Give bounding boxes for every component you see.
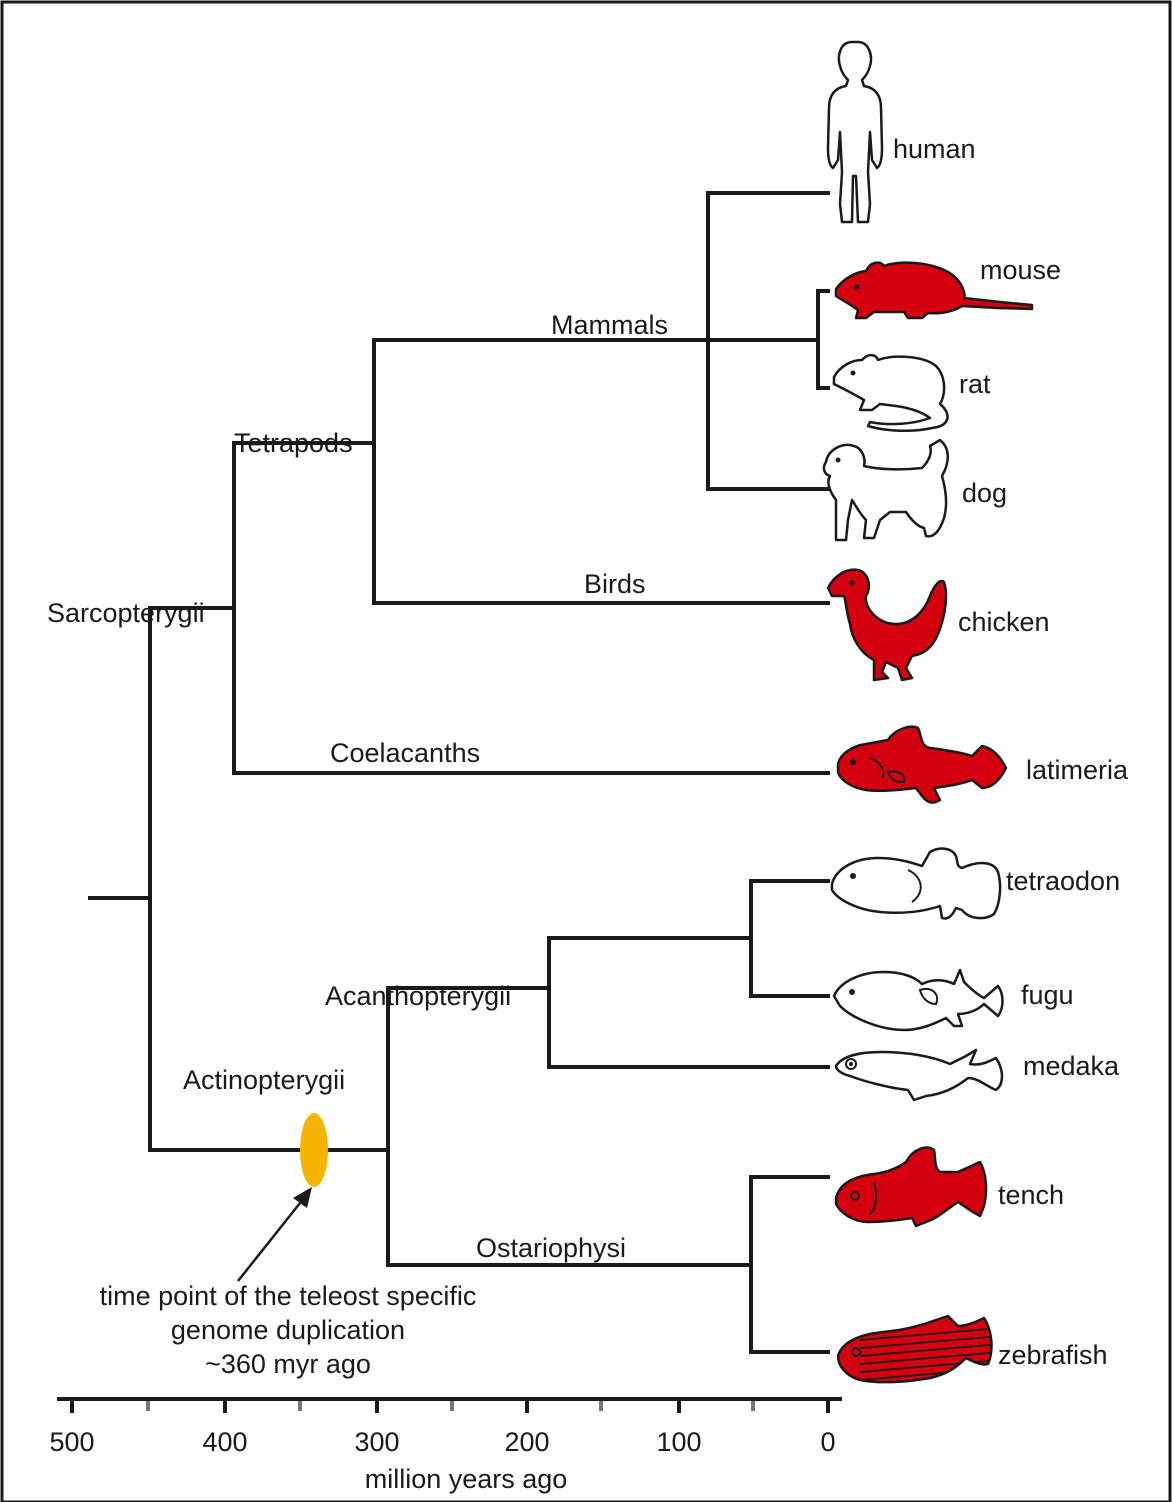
axis-tick-label-300: 300 <box>354 1427 399 1457</box>
taxon-label-medaka: medaka <box>1023 1051 1120 1081</box>
axis-tick-label-500: 500 <box>49 1427 94 1457</box>
taxon-label-rat: rat <box>959 369 991 399</box>
axis-title: million years ago <box>365 1464 568 1494</box>
clade-label-coelacanths: Coelacanths <box>330 738 480 768</box>
taxon-label-dog: dog <box>962 478 1007 508</box>
duplication-ellipse <box>300 1113 328 1187</box>
taxon-label-chicken: chicken <box>958 607 1050 637</box>
taxon-label-tench: tench <box>998 1180 1064 1210</box>
clade-label-ostariophysi: Ostariophysi <box>476 1233 626 1263</box>
annotation-line-3: ~360 myr ago <box>205 1349 371 1379</box>
clade-label-sarcopterygii: Sarcopterygii <box>47 598 205 628</box>
clade-label-acanthopterygii: Acanthopterygii <box>325 981 511 1011</box>
annotation-line-2: genome duplication <box>171 1315 405 1345</box>
taxon-label-latimeria: latimeria <box>1026 755 1129 785</box>
axis-tick-label-400: 400 <box>202 1427 247 1457</box>
clade-label-mammals: Mammals <box>551 310 668 340</box>
taxon-label-mouse: mouse <box>980 255 1061 285</box>
axis-tick-label-100: 100 <box>656 1427 701 1457</box>
clade-label-actinopterygii: Actinopterygii <box>183 1065 345 1095</box>
taxon-label-tetraodon: tetraodon <box>1006 866 1120 896</box>
clade-label-tetrapods: Tetrapods <box>234 428 353 458</box>
clade-label-birds: Birds <box>584 569 646 599</box>
taxon-label-zebrafish: zebrafish <box>998 1340 1108 1370</box>
axis-tick-label-0: 0 <box>820 1427 835 1457</box>
axis-tick-label-200: 200 <box>504 1427 549 1457</box>
taxon-label-human: human <box>893 134 976 164</box>
taxon-label-fugu: fugu <box>1021 980 1074 1010</box>
annotation-line-1: time point of the teleost specific <box>100 1281 477 1311</box>
